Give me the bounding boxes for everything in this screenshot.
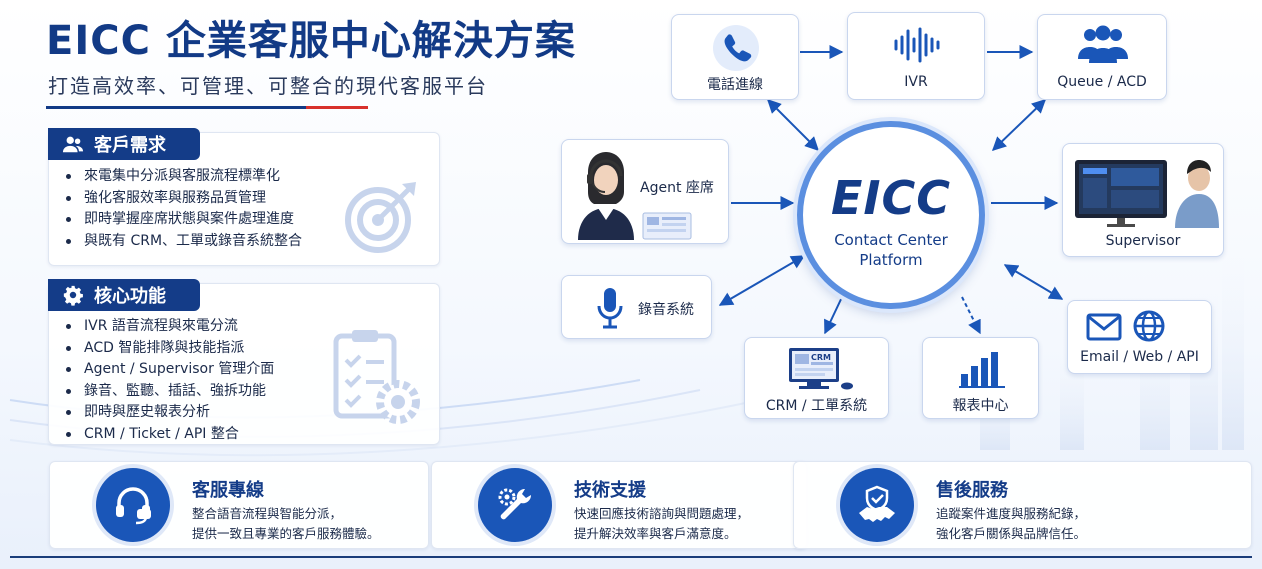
group-icon [1078, 25, 1128, 63]
tools-badge [478, 468, 552, 542]
node-agent: Agent 座席 [561, 139, 729, 244]
panel-hotline-desc: 整合語音流程與智能分派， 提供一致且專業的客戶服務體驗。 [192, 504, 380, 544]
soundwave-icon [894, 27, 940, 63]
node-recording: 錄音系統 [561, 275, 712, 339]
panel-service-hotline: 客服專線 整合語音流程與智能分派， 提供一致且專業的客戶服務體驗。 [49, 461, 429, 549]
node-channels-label: Email / Web / API [1080, 349, 1199, 365]
monitor-icon [642, 212, 692, 240]
node-channels: Email / Web / API [1067, 300, 1212, 374]
gear-icon [63, 285, 83, 306]
users-icon [62, 136, 84, 153]
crm-computer-icon [789, 348, 853, 390]
needs-header: 客戶需求 [48, 128, 200, 160]
node-supervisor: Supervisor [1062, 143, 1224, 257]
page-subtitle: 打造高效率、可管理、可整合的現代客服平台 [48, 74, 488, 98]
node-reports-label: 報表中心 [952, 398, 1009, 414]
list-item: ACD 智能排隊與技能指派 [66, 338, 274, 360]
panel-support-line1: 快速回應技術諮詢與問題處理， [574, 506, 750, 521]
needs-list: 來電集中分派與客服流程標準化 強化客服效率與服務品質管理 即時掌握座席狀態與案件… [66, 166, 302, 252]
list-item: 來電集中分派與客服流程標準化 [66, 166, 302, 188]
crm-screen-label: CRM [811, 353, 831, 362]
node-agent-label: Agent 座席 [640, 180, 714, 196]
panel-after-sales: 售後服務 追蹤案件進度與服務紀錄， 強化客戶關係與品牌信任。 [793, 461, 1252, 549]
features-header: 核心功能 [48, 279, 200, 311]
page-title: EICC 企業客服中心解決方案 [46, 18, 576, 64]
panel-aftersales-line1: 追蹤案件進度與服務紀錄， [936, 506, 1087, 521]
node-ivr: IVR [847, 12, 985, 100]
panel-support-title: 技術支援 [574, 480, 646, 501]
node-phone-inbound: 電話進線 [671, 14, 799, 100]
list-item: 與既有 CRM、工單或錄音系統整合 [66, 231, 302, 253]
globe-icon [1133, 310, 1165, 342]
node-queue-acd: Queue / ACD [1037, 14, 1167, 100]
supervisor-dashboard-icon [1075, 160, 1219, 228]
title-underline [46, 106, 368, 109]
node-phone-label: 電話進線 [707, 77, 763, 93]
bottom-divider [10, 556, 1252, 558]
email-icon [1086, 313, 1122, 341]
list-item: CRM / Ticket / API 整合 [66, 424, 274, 446]
handshake-badge [840, 468, 914, 542]
node-queue-label: Queue / ACD [1057, 74, 1147, 90]
node-supervisor-label: Supervisor [1105, 233, 1181, 249]
panel-aftersales-desc: 追蹤案件進度與服務紀錄， 強化客戶關係與品牌信任。 [936, 504, 1086, 544]
node-ivr-label: IVR [904, 74, 928, 90]
node-reports: 報表中心 [922, 337, 1039, 419]
hub-subtitle-line1: Contact Center [834, 231, 948, 249]
panel-aftersales-line2: 強化客戶關係與品牌信任。 [936, 526, 1087, 541]
panel-hotline-line1: 整合語音流程與智能分派， [192, 506, 343, 521]
features-list: IVR 語音流程與來電分流 ACD 智能排隊與技能指派 Agent / Supe… [66, 316, 274, 445]
list-item: Agent / Supervisor 管理介面 [66, 359, 274, 381]
target-icon [345, 182, 416, 253]
agent-avatar-icon [578, 152, 634, 240]
list-item: IVR 語音流程與來電分流 [66, 316, 274, 338]
hub-subtitle-line2: Platform [859, 251, 923, 269]
panel-aftersales-title: 售後服務 [936, 480, 1008, 501]
panel-support-line2: 提升解決效率與客戶滿意度。 [574, 526, 737, 541]
checklist-gear-icon [333, 330, 420, 424]
title-underline-accent [306, 106, 368, 109]
hub-title: EICC [830, 171, 952, 225]
bar-chart-icon [959, 352, 1005, 388]
headset-badge [96, 468, 170, 542]
panel-hotline-title: 客服專線 [192, 480, 264, 501]
wrench-gear-icon [498, 488, 532, 520]
node-crm-label: CRM / 工單系統 [765, 398, 868, 414]
handshake-shield-icon [859, 485, 895, 522]
phone-icon [713, 25, 759, 71]
panel-tech-support: 技術支援 快速回應技術諮詢與問題處理， 提升解決效率與客戶滿意度。 [431, 461, 807, 549]
panel-support-desc: 快速回應技術諮詢與問題處理， 提升解決效率與客戶滿意度。 [574, 504, 749, 544]
needs-title: 客戶需求 [94, 135, 166, 156]
list-item: 強化客服效率與服務品質管理 [66, 188, 302, 210]
list-item: 即時掌握座席狀態與案件處理進度 [66, 209, 302, 231]
microphone-icon [597, 288, 623, 329]
node-recording-label: 錄音系統 [638, 302, 694, 318]
hub-eicc-platform: EICC Contact Center Platform [797, 121, 985, 309]
list-item: 錄音、監聽、插話、強拆功能 [66, 381, 274, 403]
list-item: 即時與歷史報表分析 [66, 402, 274, 424]
panel-hotline-line2: 提供一致且專業的客戶服務體驗。 [192, 526, 380, 541]
node-crm: CRM CRM / 工單系統 [744, 337, 889, 419]
headset-icon [116, 487, 151, 525]
features-title: 核心功能 [94, 286, 166, 307]
